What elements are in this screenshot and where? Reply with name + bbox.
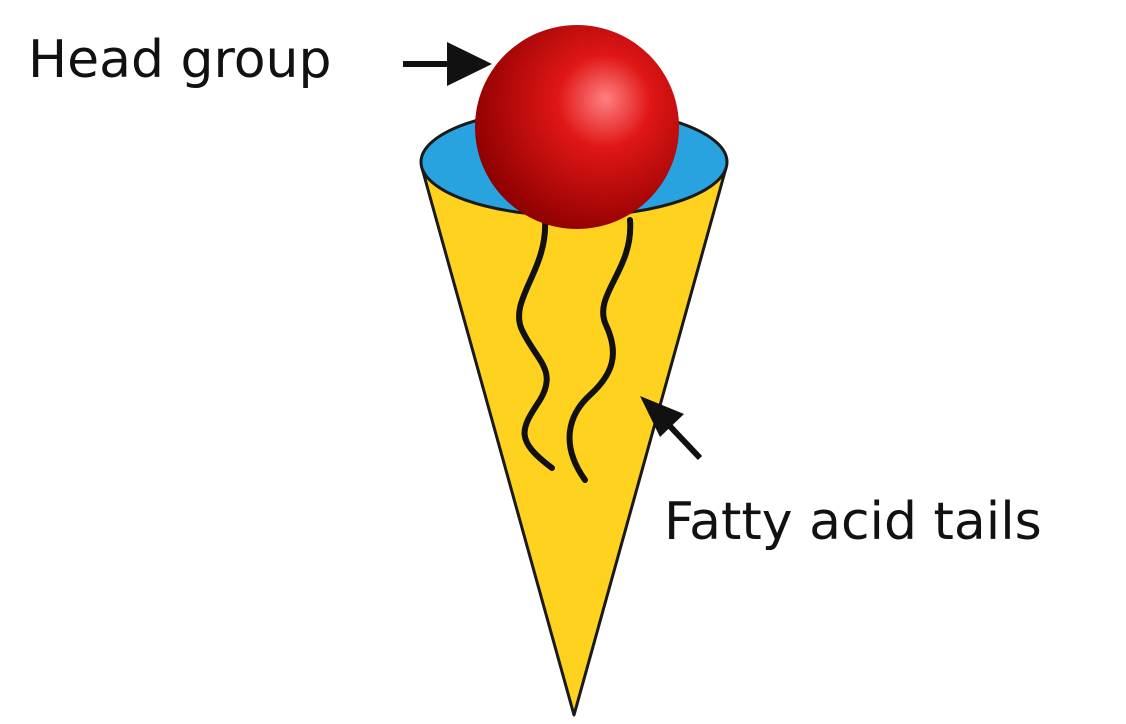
fatty-acid-tails-label: Fatty acid tails bbox=[664, 492, 1042, 552]
head-group-arrow-icon bbox=[403, 42, 492, 86]
head-group-sphere-icon bbox=[475, 25, 679, 229]
head-group-label: Head group bbox=[28, 30, 332, 90]
